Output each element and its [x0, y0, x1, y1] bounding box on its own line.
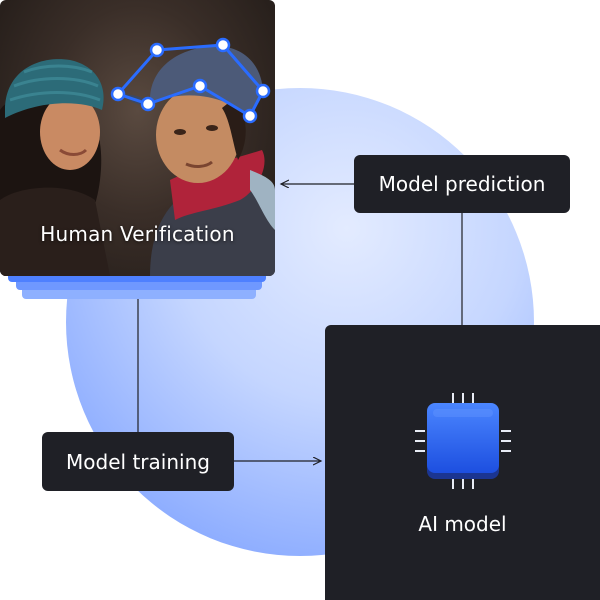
model-prediction-label: Model prediction	[378, 172, 546, 196]
woman-knit-hat	[5, 59, 104, 118]
annotation-handle[interactable]	[215, 37, 231, 53]
processor-chip-icon	[415, 393, 511, 489]
photo-illustration	[0, 37, 275, 276]
annotation-handle[interactable]	[140, 96, 156, 112]
annotation-handle[interactable]	[149, 42, 165, 58]
annotation-handle[interactable]	[255, 83, 271, 99]
man-scarf	[170, 150, 265, 220]
polygon-annotation-icon[interactable]	[110, 37, 271, 124]
woman-shoulder	[0, 187, 110, 276]
annotation-handle[interactable]	[110, 86, 126, 102]
man-face	[156, 87, 240, 183]
annotation-handle[interactable]	[192, 78, 208, 94]
annotation-handle[interactable]	[242, 108, 258, 124]
human-verification-label: Human Verification	[40, 222, 235, 246]
ai-model-node: AI model	[325, 325, 600, 600]
model-training-node: Model training	[42, 432, 234, 491]
model-prediction-node: Model prediction	[354, 155, 570, 213]
man-cap	[120, 46, 263, 116]
human-verification-card: Human Verification	[0, 0, 275, 276]
model-training-label: Model training	[66, 449, 210, 474]
ai-model-label: AI model	[418, 512, 507, 536]
